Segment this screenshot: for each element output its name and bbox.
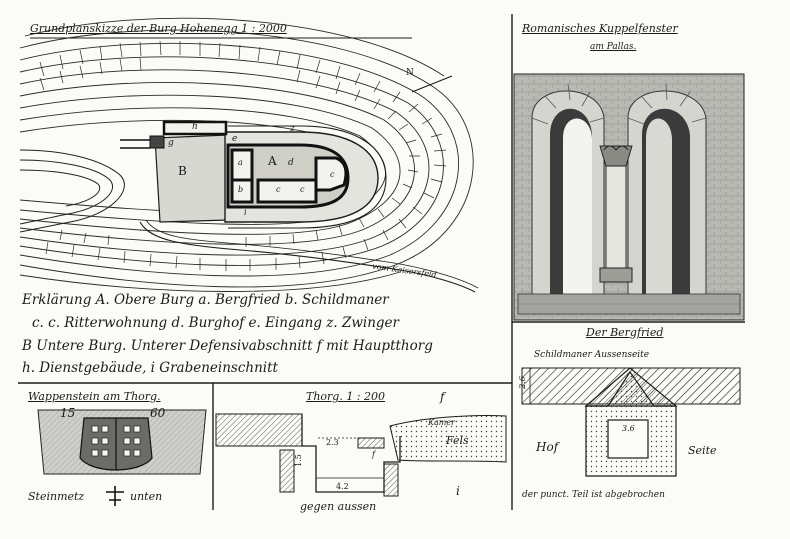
- panel-dividers: [18, 14, 745, 510]
- gate-footer: gegen aussen: [300, 500, 377, 513]
- dienstgebaeude-h: [162, 120, 228, 136]
- access-road: [139, 221, 476, 293]
- plan-label-i: i: [244, 208, 247, 217]
- plan-title: Grundplanskizze der Burg Hohenegg 1 : 20…: [30, 22, 287, 35]
- plan-label-z: z: [290, 124, 295, 134]
- coat-year-left: 15: [60, 406, 76, 420]
- upper-castle-zwinger-wall: [228, 125, 387, 229]
- plan-label-c1: c: [276, 185, 281, 194]
- legend-line-1: Erklärung A. Obere Burg a. Bergfried b. …: [22, 292, 389, 308]
- plan-label-g: g: [168, 138, 174, 148]
- legend-line-2: c. c. Ritterwohnung d. Burghof e. Eingan…: [32, 315, 399, 331]
- plan-label-a: a: [238, 158, 243, 167]
- gate-dim-2: 4.2: [336, 482, 349, 491]
- gate-small-f: f: [372, 450, 375, 459]
- legend-line-3: B Untere Burg. Unterer Defensivabschnitt…: [22, 338, 433, 354]
- bergfried-measure-left: 2.6: [517, 376, 527, 389]
- bergfried-title: Der Bergfried: [586, 326, 664, 339]
- north-label: N: [406, 68, 414, 78]
- schildmauer-b: [230, 178, 254, 204]
- plan-label-e: e: [232, 134, 238, 144]
- gate-block: [149, 135, 165, 149]
- plan-label-b: b: [238, 185, 244, 194]
- gate-drawing: [215, 413, 507, 497]
- lower-castle-area: [154, 134, 229, 223]
- ritterwohnung-c-east: [314, 156, 348, 192]
- gate-dim-1: 2.3: [326, 438, 339, 447]
- bergfried-hof-label: Hof: [536, 440, 559, 454]
- coat-title: Wappenstein am Thorg.: [28, 390, 161, 403]
- plan-label-A: A: [268, 154, 277, 168]
- mason-mark: [106, 486, 124, 506]
- bergfried-footer: der punct. Teil ist abgebrochen: [522, 490, 665, 500]
- north-arrow: [411, 75, 453, 93]
- bergfried-seite-label: Seite: [688, 444, 717, 457]
- gate-fels-label: Fels: [446, 434, 469, 447]
- gate-label-f: f: [440, 390, 445, 404]
- legend-line-4: h. Dienstgebäude, i Grabeneinschnitt: [22, 360, 278, 376]
- coat-year-right: 60: [150, 406, 166, 420]
- coat-of-arms-drawing: [37, 409, 207, 506]
- bergfried-subtitle: Schildmaner Aussenseite: [534, 350, 650, 360]
- gate-label-i: i: [456, 484, 460, 498]
- window-title: Romanisches Kuppelfenster: [522, 22, 678, 35]
- ritterwohnung-c: [256, 178, 318, 204]
- plan-label-B: B: [178, 164, 187, 178]
- bergfried-measure-inner: 3.6: [622, 424, 635, 433]
- plan-label-h: h: [192, 122, 198, 132]
- terrain-hachures: [39, 40, 447, 271]
- romanesque-window-drawing: [513, 73, 745, 321]
- plan-label-c3: c: [330, 170, 335, 179]
- castle-plan: [19, 17, 479, 293]
- gate-dim-3: 1.5: [293, 454, 303, 467]
- mason-mark-label: unten: [130, 490, 163, 503]
- gate-kammer-label: Kamer: [428, 418, 455, 427]
- left-valley: [19, 149, 125, 233]
- plan-label-c2: c: [300, 185, 305, 194]
- mason-label: Steinmetz: [28, 490, 85, 503]
- terrain-contours: [19, 17, 474, 292]
- bergfried-drawing: [521, 367, 741, 477]
- plan-label-d: d: [288, 158, 294, 168]
- gate-title: Thorg. 1 : 200: [306, 390, 386, 403]
- window-subtitle: am Pallas.: [590, 42, 637, 52]
